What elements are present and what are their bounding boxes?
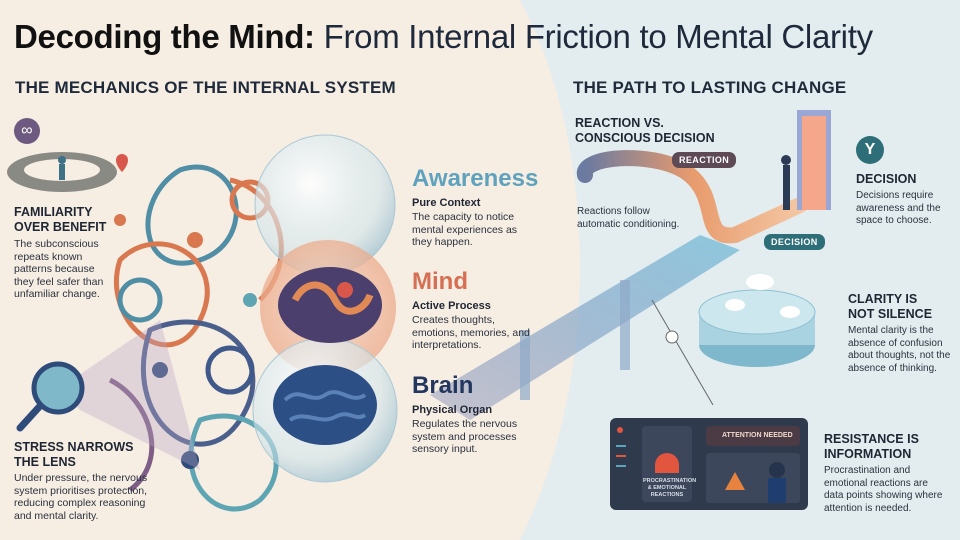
clarity-body: Mental clarity is the absence of confusi…: [848, 325, 951, 374]
left-section-heading: THE MECHANICS OF THE INTERNAL SYSTEM: [15, 78, 396, 97]
clarity-title-2: NOT SILENCE: [848, 307, 933, 321]
awareness-body: The capacity to notice mental experience…: [412, 211, 518, 248]
network-nodes: [114, 214, 257, 469]
water-dish-illustration: [698, 274, 816, 367]
road-loop-illustration: [7, 152, 128, 192]
stress-title-1: STRESS NARROWS: [14, 440, 134, 454]
brain-block: Brain Physical Organ Regulates the nervo…: [412, 372, 537, 456]
decision-title: DECISION: [856, 172, 917, 186]
brain-body: Regulates the nervous system and process…: [412, 418, 518, 455]
stress-body: Under pressure, the nervous system prior…: [14, 472, 148, 522]
mind-title: Mind: [412, 268, 468, 295]
clarity-block: CLARITY IS NOT SILENCE Mental clarity is…: [848, 292, 954, 375]
familiarity-title-2: OVER BENEFIT: [14, 220, 107, 234]
procrastination-label: PROCRASTINATION & EMOTIONAL REACTIONS: [643, 478, 697, 498]
right-section-heading: THE PATH TO LASTING CHANGE: [573, 78, 847, 97]
mind-brain-illustration: [278, 267, 382, 343]
reaction-body: Reactions follow automatic conditioning.: [577, 206, 680, 230]
brain-title: Brain: [412, 372, 474, 399]
awareness-block: Awareness Pure Context The capacity to n…: [412, 165, 539, 249]
mind-block: Mind Active Process Creates thoughts, em…: [412, 268, 537, 352]
decision-tag: DECISION: [764, 234, 825, 250]
resistance-title-2: INFORMATION: [824, 447, 912, 461]
reaction-title-2: CONSCIOUS DECISION: [575, 131, 715, 145]
familiarity-block: FAMILIARITY OVER BENEFIT The subconsciou…: [14, 205, 114, 301]
stress-block: STRESS NARROWS THE LENS Under pressure, …: [14, 440, 164, 522]
decision-block: DECISION Decisions require awareness and…: [856, 172, 956, 228]
brain-subtitle: Physical Organ: [412, 404, 493, 416]
clarity-title-1: CLARITY IS: [848, 292, 918, 306]
bridge-illustration: [430, 235, 740, 420]
awareness-subtitle: Pure Context: [412, 197, 481, 209]
familiarity-title-1: FAMILIARITY: [14, 205, 93, 219]
title-rest: From Internal Friction to Mental Clarity: [314, 18, 873, 55]
page-title: Decoding the Mind: From Internal Frictio…: [14, 18, 873, 56]
resistance-title-1: RESISTANCE IS: [824, 432, 919, 446]
resistance-block: RESISTANCE IS INFORMATION Procrastinatio…: [824, 432, 944, 515]
physical-brain-illustration: [273, 365, 377, 445]
dashboard-panel-illustration: [610, 418, 808, 510]
magnifier-illustration: [16, 361, 85, 432]
reaction-heading: REACTION VS. CONSCIOUS DECISION: [575, 116, 715, 146]
reaction-title-1: REACTION VS.: [575, 116, 664, 130]
attention-needed-alert: ATTENTION NEEDED: [706, 426, 800, 446]
resistance-body: Procrastination and emotional reactions …: [824, 465, 943, 514]
infinity-icon: ∞: [14, 118, 40, 144]
mind-subtitle: Active Process: [412, 300, 491, 312]
awareness-title: Awareness: [412, 165, 539, 192]
path-road-illustration: [577, 150, 808, 244]
reaction-tag: REACTION: [672, 152, 737, 168]
fork-icon: Y: [856, 136, 884, 164]
door-illustration: [781, 110, 831, 210]
mind-body: Creates thoughts, emotions, memories, an…: [412, 314, 530, 351]
decision-body: Decisions require awareness and the spac…: [856, 190, 941, 226]
familiarity-body: The subconscious repeats known patterns …: [14, 238, 104, 300]
stress-title-2: THE LENS: [14, 455, 76, 469]
title-bold: Decoding the Mind:: [14, 18, 315, 55]
